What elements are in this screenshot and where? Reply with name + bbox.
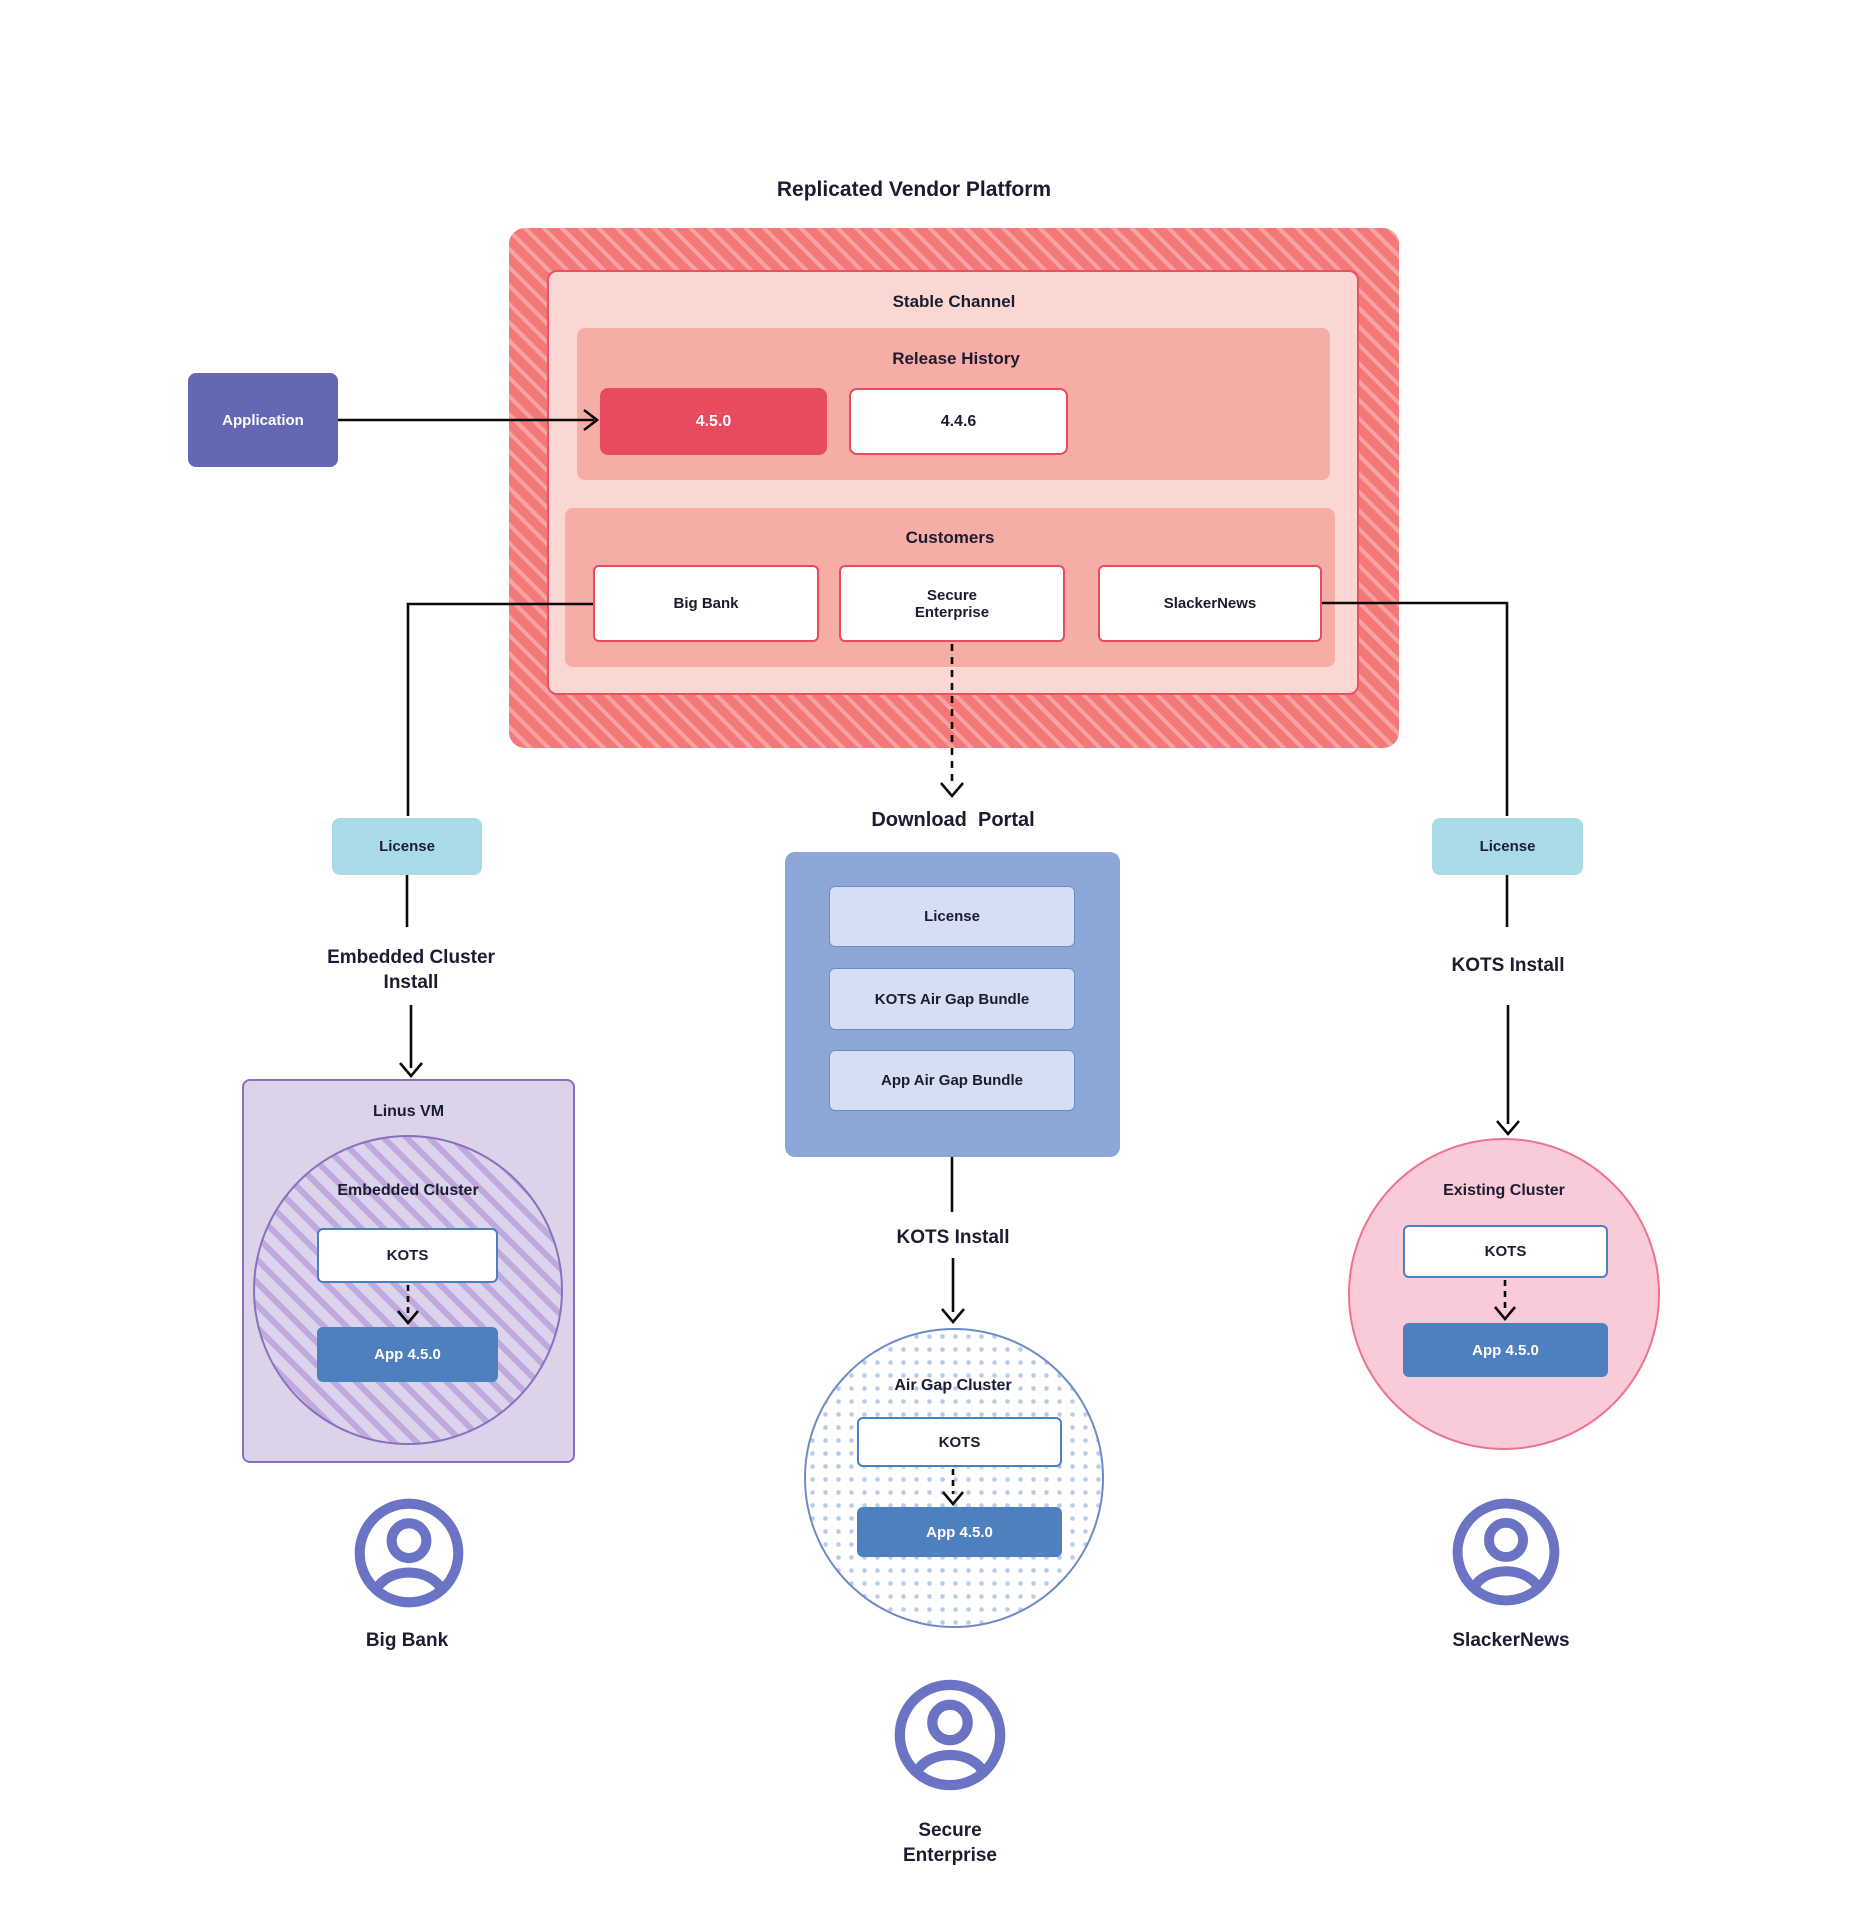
app-label: App 4.5.0: [1472, 1341, 1539, 1359]
customer-name-slackernews: SlackerNews: [1452, 1630, 1570, 1651]
license-label: License: [1479, 838, 1536, 855]
portal-item-app-bundle: App Air Gap Bundle: [829, 1050, 1075, 1111]
linus-vm-label: Linus VM: [372, 1103, 445, 1120]
app-box-middle: App 4.5.0: [857, 1507, 1062, 1557]
application-box: Application: [188, 373, 338, 467]
customer-name: Secure Enterprise: [914, 586, 990, 621]
release-version: 4.5.0: [695, 412, 732, 430]
portal-item-license: License: [829, 886, 1075, 947]
kots-box-left: KOTS: [317, 1228, 498, 1283]
customer-box-slackernews: SlackerNews: [1098, 565, 1322, 642]
app-label: App 4.5.0: [374, 1346, 441, 1363]
user-icon-big-bank: [353, 1497, 465, 1609]
embedded-cluster-install-label: Embedded Cluster Install: [327, 947, 495, 993]
customer-box-secure-enterprise: Secure Enterprise: [839, 565, 1065, 642]
app-label: App 4.5.0: [926, 1523, 993, 1541]
arrowhead: [399, 1062, 423, 1079]
release-history-label: Release History: [892, 349, 1020, 368]
release-item: 4.4.6: [849, 388, 1068, 455]
customer-name-secure-enterprise: Secure Enterprise: [903, 1820, 997, 1866]
app-box-left: App 4.5.0: [317, 1327, 498, 1382]
app-box-right: App 4.5.0: [1403, 1323, 1608, 1377]
customer-box-big-bank: Big Bank: [593, 565, 819, 642]
kots-label: KOTS: [1484, 1243, 1527, 1260]
user-icon-slackernews: [1451, 1497, 1561, 1607]
customer-name: SlackerNews: [1163, 595, 1257, 612]
arrowhead: [1496, 1120, 1520, 1137]
release-item-current: 4.5.0: [600, 388, 827, 455]
kots-install-label-middle: KOTS Install: [896, 1227, 1010, 1248]
portal-item-label: License: [924, 908, 980, 925]
kots-label: KOTS: [938, 1433, 981, 1451]
arrowhead: [941, 1308, 965, 1325]
person-icon: [894, 1679, 1006, 1791]
release-version: 4.4.6: [940, 412, 977, 430]
existing-cluster-label: Existing Cluster: [1443, 1182, 1565, 1199]
license-label: License: [379, 838, 435, 855]
air-gap-cluster-label: Air Gap Cluster: [894, 1377, 1012, 1394]
user-icon-secure-enterprise: [893, 1678, 1007, 1792]
application-label: Application: [222, 411, 304, 429]
person-icon: [354, 1498, 464, 1608]
kots-box-middle: KOTS: [857, 1417, 1062, 1467]
kots-box-right: KOTS: [1403, 1225, 1608, 1278]
customer-name: Big Bank: [673, 595, 739, 612]
portal-item-label: KOTS Air Gap Bundle: [874, 990, 1030, 1008]
person-icon: [1452, 1498, 1560, 1606]
portal-item-label: App Air Gap Bundle: [881, 1072, 1023, 1089]
kots-label: KOTS: [386, 1247, 429, 1264]
arrowhead: [940, 782, 964, 799]
license-box-right: License: [1432, 818, 1583, 875]
download-portal-title: Download Portal: [871, 809, 1035, 831]
stable-channel-label: Stable Channel: [892, 292, 1016, 311]
portal-item-kots-bundle: KOTS Air Gap Bundle: [829, 968, 1075, 1030]
customers-label: Customers: [905, 528, 995, 547]
license-box-left: License: [332, 818, 482, 875]
embedded-cluster-label: Embedded Cluster: [337, 1182, 479, 1199]
kots-install-label-right: KOTS Install: [1451, 955, 1565, 976]
diagram-title: Replicated Vendor Platform: [776, 178, 1052, 201]
customer-name-big-bank: Big Bank: [365, 1630, 449, 1651]
air-gap-cluster-circle: [804, 1328, 1104, 1628]
